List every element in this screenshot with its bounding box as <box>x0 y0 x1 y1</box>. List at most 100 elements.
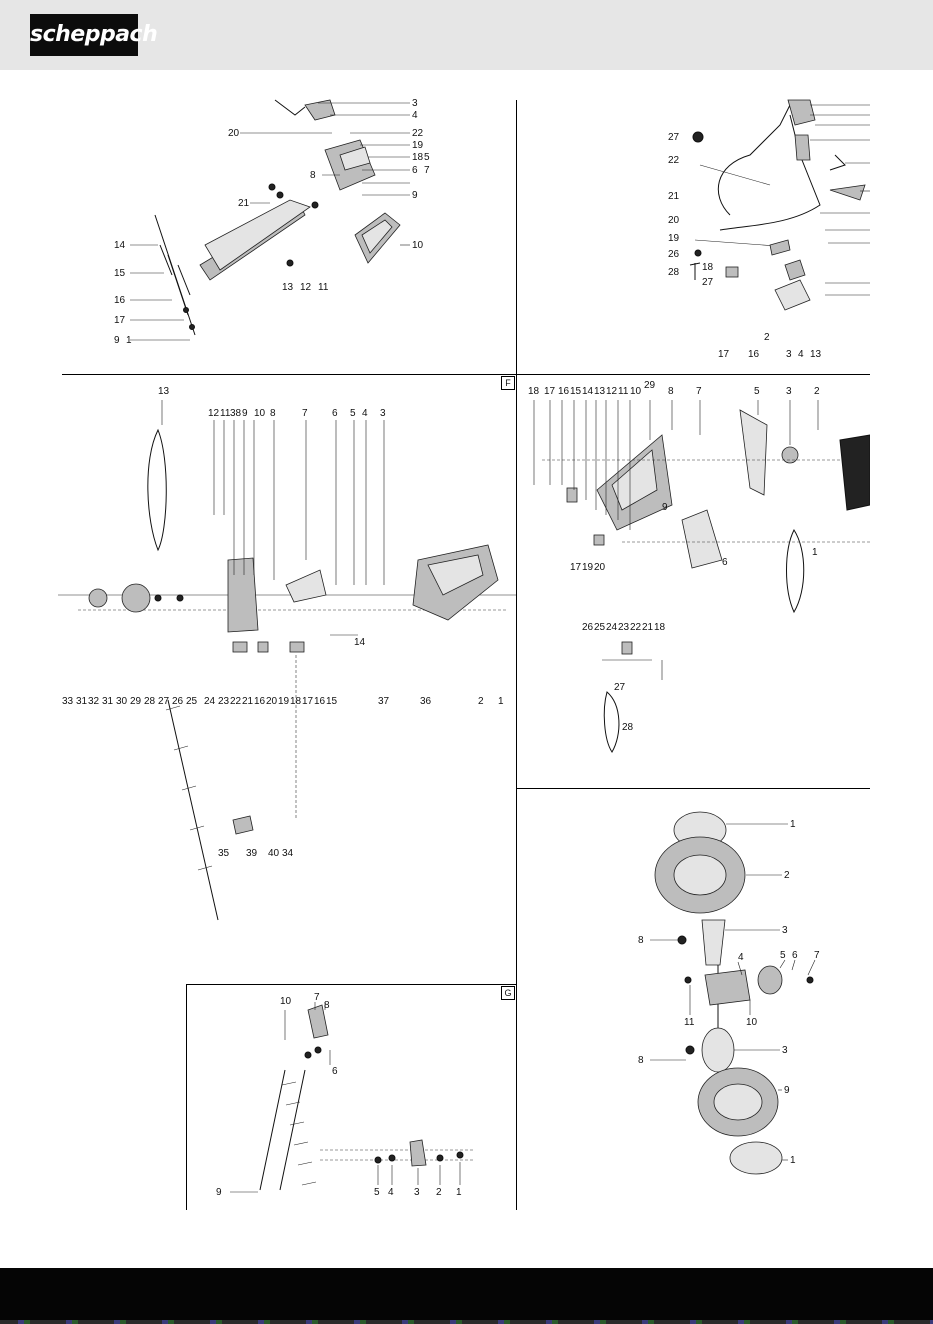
label-21: 21 <box>668 191 680 202</box>
label-27b: 27 <box>702 277 714 288</box>
label-21: 21 <box>238 198 250 209</box>
label-8b: 8 <box>638 1055 644 1066</box>
label-19: 19 <box>278 696 290 707</box>
label-22: 22 <box>412 128 424 139</box>
label-11: 11 <box>618 386 629 397</box>
label-2: 2 <box>478 696 484 707</box>
label-5: 5 <box>374 1187 380 1198</box>
label-26: 26 <box>172 696 184 707</box>
label-32: 32 <box>88 696 100 707</box>
label-15: 15 <box>326 696 338 707</box>
label-28: 28 <box>668 267 680 278</box>
label-2: 2 <box>764 332 770 343</box>
label-3: 3 <box>786 386 792 397</box>
label-5: 5 <box>424 152 430 163</box>
label-2: 2 <box>784 870 790 881</box>
header-band: scheppach <box>0 0 933 70</box>
label-4: 4 <box>412 110 418 121</box>
label-10: 10 <box>630 386 642 397</box>
label-18: 18 <box>528 386 540 397</box>
label-34: 34 <box>282 848 294 859</box>
label-13: 13 <box>594 386 606 397</box>
label-21: 21 <box>642 622 654 633</box>
label-20: 20 <box>668 215 680 226</box>
label-4: 4 <box>362 408 368 419</box>
label-3: 3 <box>786 349 792 360</box>
label-11: 11 <box>684 1017 695 1028</box>
label-31: 31 <box>102 696 114 707</box>
label-28: 28 <box>144 696 156 707</box>
label-7: 7 <box>814 950 820 961</box>
label-14: 14 <box>114 240 126 251</box>
label-2: 2 <box>436 1187 442 1198</box>
label-3: 3 <box>380 408 386 419</box>
label-5: 5 <box>780 950 786 961</box>
diagram-wheel-axle: 1 2 3 8 4 5 6 7 11 10 3 8 9 1 <box>620 800 870 1190</box>
label-16b: 16 <box>254 696 266 707</box>
label-19: 19 <box>412 140 424 151</box>
label-29: 29 <box>130 696 142 707</box>
label-15: 15 <box>114 268 126 279</box>
label-27: 27 <box>614 682 626 693</box>
label-26: 26 <box>582 622 594 633</box>
label-6: 6 <box>722 557 728 568</box>
label-4: 4 <box>798 349 804 360</box>
label-3b: 3 <box>782 1045 788 1056</box>
label-23: 23 <box>618 622 630 633</box>
label-17: 17 <box>544 386 556 397</box>
label-26: 26 <box>668 249 680 260</box>
label-21: 21 <box>242 696 254 707</box>
label-15: 15 <box>570 386 582 397</box>
label-7: 7 <box>314 992 320 1003</box>
label-10: 10 <box>280 996 292 1007</box>
label-39: 39 <box>246 848 258 859</box>
label-1: 1 <box>812 547 818 558</box>
label-13: 13 <box>810 349 822 360</box>
label-36: 36 <box>420 696 432 707</box>
horizontal-divider-top <box>62 374 870 375</box>
label-6: 6 <box>332 1066 338 1077</box>
label-18: 18 <box>290 696 302 707</box>
label-13: 13 <box>158 386 170 397</box>
label-17: 17 <box>718 349 730 360</box>
label-13: 13 <box>282 282 294 293</box>
label-22: 22 <box>668 155 680 166</box>
label-40: 40 <box>268 848 280 859</box>
label-3: 3 <box>414 1187 420 1198</box>
label-29: 29 <box>644 380 656 391</box>
label-9: 9 <box>662 502 668 513</box>
section-g-frame-top <box>186 984 516 985</box>
label-30: 30 <box>116 696 128 707</box>
label-35: 35 <box>218 848 230 859</box>
label-23: 23 <box>218 696 230 707</box>
label-8: 8 <box>638 935 644 946</box>
label-7: 7 <box>424 165 430 176</box>
diagram-engine-mount: 18 17 16 15 14 13 12 11 10 29 8 7 5 3 2 … <box>522 380 870 770</box>
label-6: 6 <box>792 950 798 961</box>
label-10: 10 <box>412 240 424 251</box>
label-10: 10 <box>746 1017 758 1028</box>
label-31b: 31 <box>76 696 88 707</box>
label-2: 2 <box>814 386 820 397</box>
label-17b: 17 <box>570 562 582 573</box>
label-1: 1 <box>498 696 504 707</box>
label-24: 24 <box>606 622 618 633</box>
label-4: 4 <box>388 1187 394 1198</box>
label-9: 9 <box>412 190 418 201</box>
label-5: 5 <box>754 386 760 397</box>
label-6: 6 <box>412 165 418 176</box>
label-17: 17 <box>114 315 126 326</box>
label-9: 9 <box>216 1187 222 1198</box>
label-19: 19 <box>668 233 680 244</box>
diagram-handlebar-cables: 27 22 21 20 19 26 18 28 27 17 16 2 3 4 1… <box>660 95 870 370</box>
label-10: 10 <box>254 408 266 419</box>
label-11: 11 <box>318 282 329 293</box>
label-25: 25 <box>186 696 198 707</box>
label-24: 24 <box>204 696 216 707</box>
footer-band <box>0 1268 933 1324</box>
label-7: 7 <box>696 386 702 397</box>
label-1: 1 <box>456 1187 462 1198</box>
section-g-frame-left <box>186 984 187 1210</box>
label-27: 27 <box>158 696 170 707</box>
label-12: 12 <box>208 408 220 419</box>
